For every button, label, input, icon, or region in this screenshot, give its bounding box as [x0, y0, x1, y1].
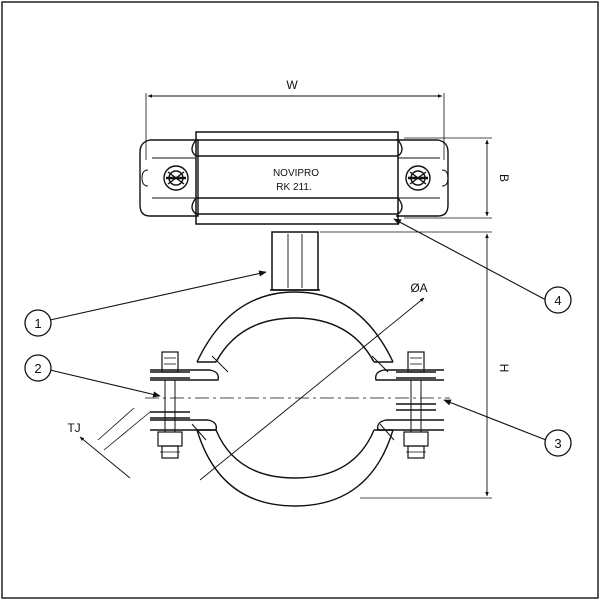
- ring-lower-outer: [196, 429, 394, 507]
- dimension-w-label: W: [286, 78, 298, 92]
- screw-head-right-icon: [405, 165, 431, 191]
- callout-4-number: 4: [554, 293, 561, 308]
- dimension-tj-label: TJ: [67, 421, 80, 435]
- callout-1-number: 1: [34, 316, 41, 331]
- threaded-nut: [271, 231, 319, 291]
- dimension-b-label: B: [497, 174, 511, 182]
- leader-2: [49, 369, 161, 398]
- callout-3: 3: [544, 429, 572, 457]
- callout-2-number: 2: [34, 361, 41, 376]
- ring-upper-outer: [196, 291, 394, 363]
- leader-1: [49, 270, 267, 321]
- product-code-label: RK 211.: [276, 182, 311, 193]
- bolt-right: [396, 351, 436, 459]
- clamp-body-top: [195, 131, 399, 225]
- screw-head-left-icon: [163, 165, 189, 191]
- callout-3-number: 3: [554, 436, 561, 451]
- front-view: [79, 231, 492, 507]
- dimension-diameter-label: ØA: [410, 281, 427, 295]
- ring-upper-inner: [215, 317, 375, 363]
- bolt-left: [150, 351, 190, 459]
- product-name-label: NOVIPRO: [273, 168, 319, 179]
- callout-2: 2: [24, 354, 52, 382]
- leader-3: [443, 399, 547, 441]
- dimension-h-label: H: [497, 364, 511, 373]
- callout-1: 1: [24, 309, 52, 337]
- top-view: [139, 93, 492, 225]
- ring-lower-inner: [215, 429, 375, 479]
- dimension-tj-line: [79, 436, 131, 479]
- callout-4: 4: [544, 286, 572, 314]
- leader-4: [393, 218, 547, 301]
- dimension-diameter-line: [199, 297, 425, 481]
